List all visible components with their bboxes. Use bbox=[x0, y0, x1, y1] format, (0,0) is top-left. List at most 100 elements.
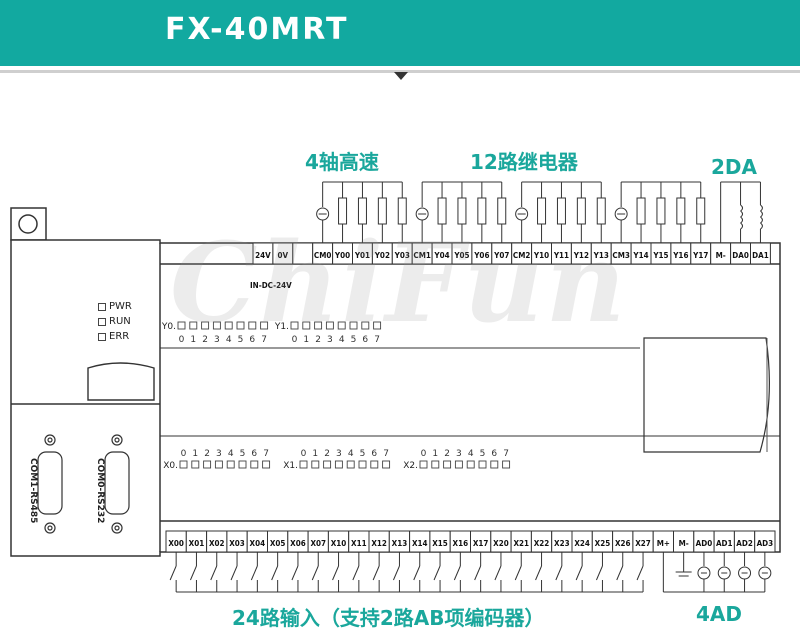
status-led-pwr: PWR bbox=[98, 301, 132, 312]
input-switch-icon bbox=[189, 565, 197, 581]
led-digit: 5 bbox=[480, 449, 486, 459]
top-terminal-da0: DA0 bbox=[732, 251, 749, 260]
led-digit: 1 bbox=[432, 449, 438, 459]
top-terminal-y03: Y03 bbox=[394, 251, 410, 260]
io-led bbox=[226, 460, 235, 469]
io-led bbox=[238, 460, 247, 469]
led-digit: 2 bbox=[324, 449, 330, 459]
io-led bbox=[248, 321, 257, 330]
led-digit: 6 bbox=[491, 449, 497, 459]
top-terminal-y01: Y01 bbox=[354, 251, 370, 260]
led-group-label: Y1. bbox=[274, 322, 289, 332]
io-led bbox=[323, 460, 332, 469]
down-arrow-icon bbox=[394, 72, 408, 80]
led-digit: 5 bbox=[351, 335, 357, 345]
input-switch-icon bbox=[433, 565, 441, 581]
bottom-terminal-x15: X15 bbox=[432, 539, 448, 548]
bottom-terminal-x13: X13 bbox=[392, 539, 408, 548]
input-switch-icon bbox=[250, 565, 258, 581]
bottom-terminal-x12: X12 bbox=[371, 539, 387, 548]
top-terminal-y11: Y11 bbox=[553, 251, 569, 260]
inductor-icon bbox=[760, 210, 763, 218]
ad-label: 4AD bbox=[696, 602, 742, 626]
io-led bbox=[337, 321, 346, 330]
inductor-icon bbox=[760, 222, 763, 230]
top-terminal-da1: DA1 bbox=[752, 251, 769, 260]
io-led bbox=[325, 321, 334, 330]
led-digit: 4 bbox=[348, 449, 354, 459]
io-led bbox=[179, 460, 188, 469]
led-digit: 2 bbox=[315, 335, 321, 345]
input-switch-icon bbox=[474, 565, 482, 581]
bottom-terminal-x21: X21 bbox=[513, 539, 529, 548]
led-digit: 2 bbox=[204, 449, 210, 459]
input-switch-icon bbox=[514, 565, 522, 581]
top-terminal-y06: Y06 bbox=[473, 251, 489, 260]
top-terminal-y05: Y05 bbox=[453, 251, 469, 260]
bottom-terminal-x17: X17 bbox=[473, 539, 489, 548]
com1-connector bbox=[37, 434, 63, 534]
header-banner: FX-40MRT bbox=[0, 0, 800, 66]
input-switch-icon bbox=[494, 565, 502, 581]
com1-label: COM1-RS485 bbox=[28, 458, 38, 524]
led-digit: 7 bbox=[261, 335, 267, 345]
io-led bbox=[346, 460, 355, 469]
inductor-icon bbox=[740, 216, 744, 224]
inductor-icon bbox=[740, 210, 744, 218]
io-led bbox=[262, 460, 271, 469]
top-terminal-y04: Y04 bbox=[433, 251, 449, 260]
bottom-terminal-x01: X01 bbox=[189, 539, 205, 548]
top-terminal-y15: Y15 bbox=[652, 251, 668, 260]
bottom-terminal-mminus: M- bbox=[679, 539, 689, 548]
input-wiring bbox=[169, 552, 772, 593]
com0-connector bbox=[104, 434, 130, 534]
bottom-terminal-x11: X11 bbox=[351, 539, 367, 548]
io-led bbox=[349, 321, 358, 330]
input-switch-icon bbox=[392, 565, 400, 581]
inductor-icon bbox=[760, 204, 763, 212]
top-terminal-y07: Y07 bbox=[493, 251, 509, 260]
input-switch-icon bbox=[453, 565, 461, 581]
bottom-terminal-ad0: AD0 bbox=[696, 539, 713, 548]
led-digit: 5 bbox=[238, 335, 244, 345]
input-switch-icon bbox=[636, 565, 644, 581]
led-digit: 3 bbox=[456, 449, 462, 459]
led-digit: 7 bbox=[503, 449, 509, 459]
led-group-label: X0. bbox=[163, 461, 178, 471]
led-digit: 0 bbox=[181, 449, 187, 459]
relay-coil-icon bbox=[696, 197, 706, 225]
bottom-terminal-ad1: AD1 bbox=[716, 539, 733, 548]
bottom-terminal-ad3: AD3 bbox=[757, 539, 774, 548]
inductor-icon bbox=[740, 222, 744, 230]
led-digit: 2 bbox=[202, 335, 208, 345]
led-digit: 7 bbox=[374, 335, 380, 345]
input-switch-icon bbox=[535, 565, 543, 581]
led-digit: 7 bbox=[383, 449, 389, 459]
io-led bbox=[314, 321, 323, 330]
inductor-icon bbox=[740, 204, 744, 212]
top-terminal-y13: Y13 bbox=[593, 251, 609, 260]
status-led-err: ERR bbox=[98, 331, 129, 342]
product-title: FX-40MRT bbox=[165, 12, 349, 47]
com0-label: COM0-RS232 bbox=[95, 458, 105, 524]
io-led bbox=[236, 321, 245, 330]
io-led bbox=[361, 321, 370, 330]
bottom-terminal-x05: X05 bbox=[270, 539, 286, 548]
led-digit: 0 bbox=[292, 335, 298, 345]
top-terminal-0v: 0V bbox=[278, 251, 289, 260]
io-led bbox=[358, 460, 367, 469]
bottom-terminal-x24: X24 bbox=[574, 539, 590, 548]
io-led bbox=[299, 460, 308, 469]
io-led bbox=[370, 460, 379, 469]
io-led bbox=[419, 460, 428, 469]
relay-coil-icon bbox=[636, 197, 646, 225]
io-led bbox=[334, 460, 343, 469]
led-digit: 6 bbox=[371, 449, 377, 459]
io-led bbox=[224, 321, 233, 330]
io-led bbox=[201, 321, 210, 330]
high-speed-label: 4轴高速 bbox=[305, 150, 379, 174]
io-led bbox=[189, 321, 198, 330]
led-digit: 1 bbox=[312, 449, 318, 459]
input-switch-icon bbox=[271, 565, 279, 581]
